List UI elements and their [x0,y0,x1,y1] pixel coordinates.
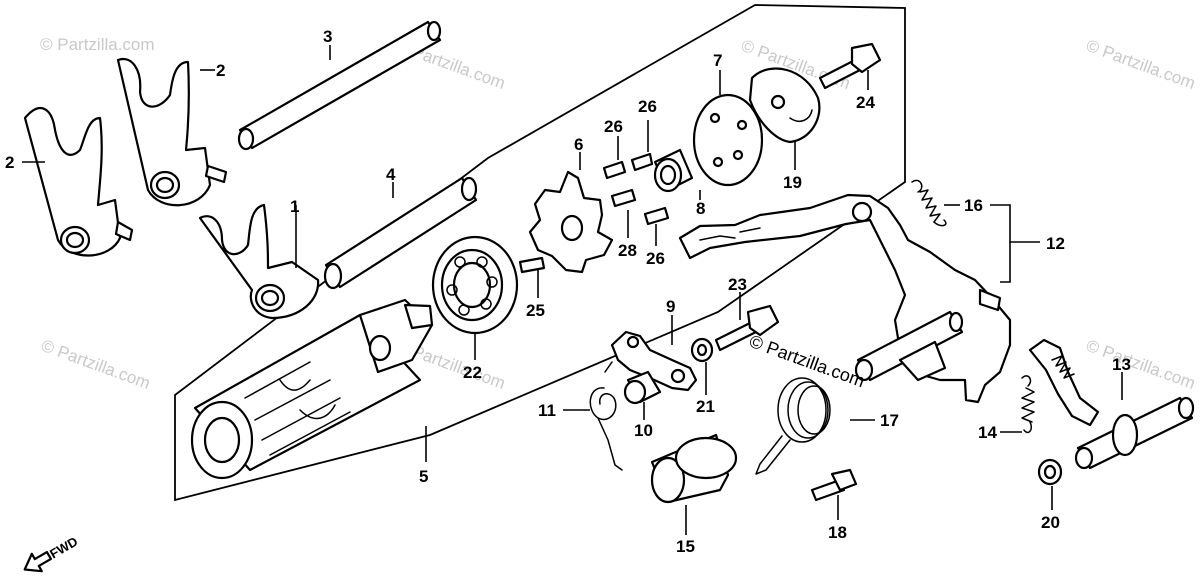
callout-12: 12 [1046,234,1065,253]
callout-18: 18 [828,523,847,542]
gearshift-spindle-13 [1028,338,1195,470]
bolt-18 [810,468,858,502]
leader-lines [22,45,1123,535]
drum-center-star-6 [528,170,614,274]
callout-4: 4 [386,165,396,184]
watermark-text: © Partzilla.com [39,336,153,393]
stopper-arm-9 [610,330,698,392]
callout-16: 16 [964,196,983,215]
washer-21 [690,337,714,363]
callout-3: 3 [323,27,332,46]
watermark-text: © Partzilla.com [40,35,155,54]
bolt-23 [714,304,780,352]
callout-10: 10 [634,421,653,440]
shift-fork-1 [198,203,320,320]
collar-8 [653,148,694,193]
callout-26-a: 26 [604,117,623,136]
shift-fork-2-left [23,107,134,257]
callout-2-left: 2 [5,153,14,172]
plate-7 [692,93,764,187]
callout-2-upper: 2 [216,61,225,80]
stopper-plate-19 [748,67,821,144]
callout-26-b: 26 [638,97,657,116]
callout-17: 17 [880,411,899,430]
callout-14: 14 [978,423,997,442]
watermark-text: © Partzilla.com [1084,336,1198,393]
callout-labels: 3 4 2 2 1 5 22 25 6 7 26 26 28 26 8 19 2… [5,27,1131,556]
gearshift-arm-12 [678,193,1012,404]
callout-21: 21 [696,397,715,416]
return-spring-11 [589,361,623,471]
assembly-group-outline [174,4,906,502]
callout-26-c: 26 [646,249,665,268]
shift-fork-shaft-3 [237,20,442,151]
watermark-text: © Partzilla.com [1084,36,1198,93]
callout-22: 22 [463,363,482,382]
washer-20 [1037,458,1063,486]
pins-26-28 [602,152,670,226]
callout-28: 28 [618,241,637,260]
callout-19: 19 [783,173,802,192]
bolt-24 [818,42,882,90]
callout-24: 24 [856,93,875,112]
shift-drum-5 [190,298,434,480]
callout-23: 23 [728,275,747,294]
fwd-label: FWD [47,534,80,562]
callout-1: 1 [290,197,299,216]
shift-fork-2-upper [116,57,228,207]
callout-8: 8 [696,199,705,218]
spring-14 [1021,375,1035,434]
callout-6: 6 [574,135,583,154]
callout-20: 20 [1041,513,1060,532]
bearing-22 [431,235,519,335]
forward-direction-indicator: FWD [23,534,80,573]
callout-7: 7 [713,51,722,70]
callout-13: 13 [1112,355,1131,374]
torsion-spring-17 [755,377,831,475]
callout-15: 15 [676,537,695,556]
callout-11: 11 [538,401,556,420]
forward-arrow-icon [23,550,53,573]
spring-16 [911,179,947,227]
shift-fork-shaft-4 [323,176,478,290]
callout-25: 25 [526,301,545,320]
collar-10 [623,370,662,405]
callout-9: 9 [666,297,675,316]
pin-25 [518,256,546,274]
callout-5: 5 [419,467,428,486]
collar-bushing-15 [650,433,738,504]
